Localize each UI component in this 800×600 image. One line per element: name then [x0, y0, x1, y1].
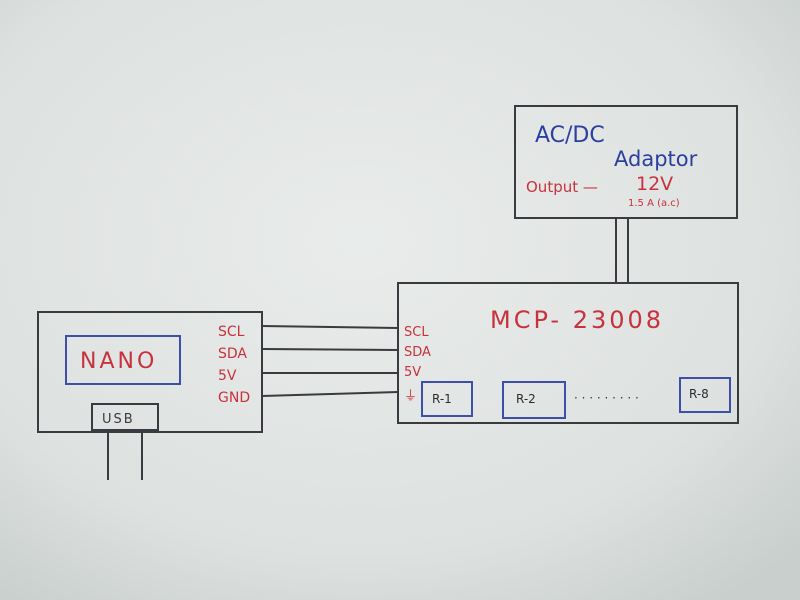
nano-label: NANO	[80, 349, 157, 374]
mcp-pin-scl: SCL	[404, 325, 429, 340]
nano-pin-gnd: GND	[218, 390, 250, 406]
relay-ellipsis: · · · · · · · · ·	[574, 391, 639, 405]
wire-sda	[261, 348, 399, 351]
mcp-pin-5v: 5V	[404, 365, 421, 380]
relay-box-1	[421, 381, 473, 417]
mcp-pin-sda: SDA	[404, 345, 431, 360]
adaptor-voltage: 12V	[636, 173, 673, 195]
nano-label-box	[65, 335, 181, 385]
mcp-box	[397, 282, 739, 424]
adaptor-title: AC/DC	[535, 123, 605, 148]
relay-label-2: R-2	[516, 392, 536, 406]
adaptor-output-label: Output —	[526, 178, 598, 196]
adaptor-box	[514, 105, 738, 219]
wire-gnd	[261, 391, 399, 397]
relay-box-2	[502, 381, 566, 419]
relay-box-8	[679, 377, 731, 413]
relay-label-8: R-8	[689, 387, 709, 401]
mcp-pin-gnd: ⏚	[404, 389, 417, 404]
mcp-block: MCP- 23008 SCL SDA 5V ⏚ R-1 R-2 · · · · …	[397, 282, 739, 424]
nano-pin-5v: 5V	[218, 368, 237, 384]
nano-pin-scl: SCL	[218, 324, 245, 340]
mcp-label: MCP- 23008	[490, 306, 664, 334]
usb-label: USB	[102, 412, 135, 427]
relay-label-1: R-1	[432, 392, 452, 406]
adaptor-block: AC/DC Adaptor Output — 12V 1.5 A (a.c)	[514, 105, 738, 219]
nano-pin-sda: SDA	[218, 346, 247, 362]
wire-scl	[261, 325, 399, 329]
adaptor-current: 1.5 A (a.c)	[628, 198, 680, 209]
adaptor-subtitle: Adaptor	[614, 147, 698, 171]
usb-box	[91, 403, 159, 431]
